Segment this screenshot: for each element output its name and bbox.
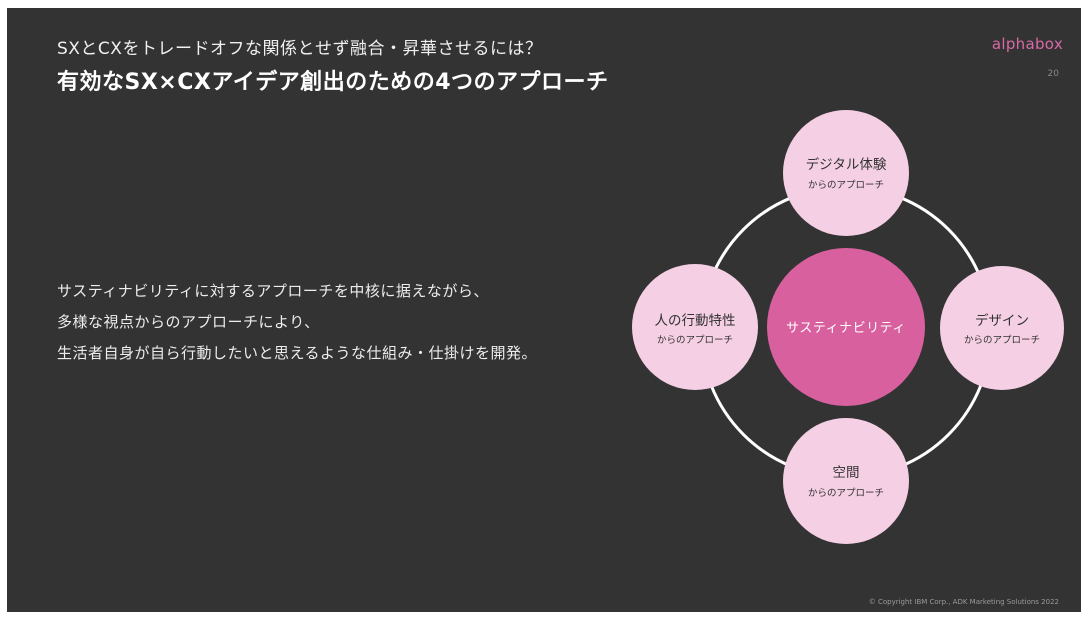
node-human-behavior-title: 人の行動特性 (655, 313, 736, 329)
node-design-circle (940, 266, 1064, 390)
node-digital-experience-sub: からのアプローチ (808, 180, 884, 191)
node-digital-experience-title: デジタル体験 (806, 156, 887, 173)
node-space-circle (783, 418, 909, 544)
node-space-sub: からのアプローチ (808, 488, 884, 499)
body-text: サスティナビリティに対するアプローチを中核に据えながら、 多様な視点からのアプロ… (57, 276, 617, 369)
node-human-behavior-circle (632, 264, 758, 390)
body-line-3: 生活者自身が自ら行動したいと思えるような仕組み・仕掛けを開発。 (57, 344, 538, 362)
approach-diagram: サスティナビリティ デジタル体験 からのアプローチ デザイン からのアプローチ … (632, 110, 1064, 544)
alphabox-logo: alphabox (991, 35, 1063, 53)
center-node-sustainability: サスティナビリティ (767, 248, 925, 406)
node-design-sub: からのアプローチ (964, 335, 1040, 346)
node-design-title: デザイン (975, 312, 1029, 329)
slide-title: 有効なSX×CXアイデア創出のための4つのアプローチ (57, 70, 609, 95)
page-number: 20 (1047, 69, 1059, 79)
body-line-2: 多様な視点からのアプローチにより、 (57, 313, 320, 331)
center-node-label: サスティナビリティ (786, 321, 906, 336)
node-digital-experience-circle (783, 110, 909, 236)
node-human-behavior: 人の行動特性 からのアプローチ (632, 264, 758, 390)
body-line-1: サスティナビリティに対するアプローチを中核に据えながら、 (57, 282, 489, 300)
node-space: 空間 からのアプローチ (783, 418, 909, 544)
node-human-behavior-sub: からのアプローチ (657, 335, 733, 346)
node-digital-experience: デジタル体験 からのアプローチ (783, 110, 909, 236)
center-node-circle (767, 248, 925, 406)
node-design: デザイン からのアプローチ (940, 266, 1064, 390)
slide: SXとCXをトレードオフな関係とせず融合・昇華させるには？ 有効なSX×CXアイ… (7, 8, 1081, 612)
slide-subtitle: SXとCXをトレードオフな関係とせず融合・昇華させるには？ (57, 39, 543, 59)
node-space-title: 空間 (833, 465, 860, 481)
copyright-notice: © Copyright IBM Corp., ADK Marketing Sol… (868, 598, 1059, 606)
